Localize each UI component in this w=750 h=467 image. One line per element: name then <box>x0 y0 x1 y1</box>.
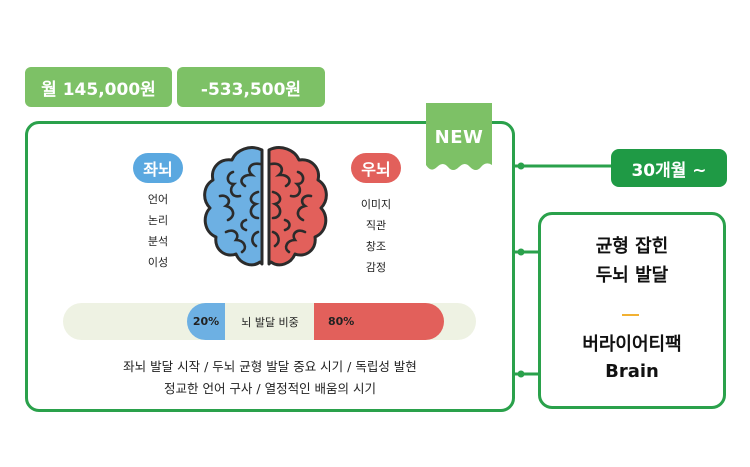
right-brain-ratio-bar: 80% <box>314 303 444 340</box>
new-badge: NEW <box>426 103 492 175</box>
right-brain-pill: 우뇌 <box>351 153 401 183</box>
left-trait: 논리 <box>147 214 169 227</box>
age-range-badge: 30개월 ~ <box>611 149 727 187</box>
product-card <box>538 212 726 409</box>
new-badge-label: NEW <box>434 127 484 148</box>
left-trait: 언어 <box>147 193 169 206</box>
description-line-2: 정교한 언어 구사 / 열정적인 배움의 시기 <box>163 381 377 396</box>
left-brain-ratio-bar: 20% <box>187 303 225 340</box>
monthly-price-tag: 월 145,000원 <box>25 67 172 107</box>
headline-line-1: 균형 잡힌 <box>595 236 669 257</box>
new-ribbon-icon <box>426 103 492 170</box>
right-trait: 직관 <box>365 219 387 232</box>
left-trait: 이성 <box>147 256 169 269</box>
right-trait: 감정 <box>365 261 387 274</box>
headline-line-2: 두뇌 발달 <box>595 265 669 286</box>
brain-icon <box>203 146 328 267</box>
discount-tag: -533,500원 <box>177 67 325 107</box>
product-name: 버라이어티팩 <box>582 334 682 355</box>
left-trait: 분석 <box>147 235 169 248</box>
separator-dash <box>622 314 639 316</box>
right-trait: 창조 <box>365 240 387 253</box>
right-trait: 이미지 <box>360 198 392 211</box>
description-line-1: 좌뇌 발달 시작 / 두뇌 균형 발달 중요 시기 / 독립성 발현 <box>123 359 417 374</box>
brain-ratio-label: 뇌 발달 비중 <box>241 315 299 329</box>
left-brain-pill: 좌뇌 <box>133 153 183 183</box>
product-subname: Brain <box>605 361 659 382</box>
